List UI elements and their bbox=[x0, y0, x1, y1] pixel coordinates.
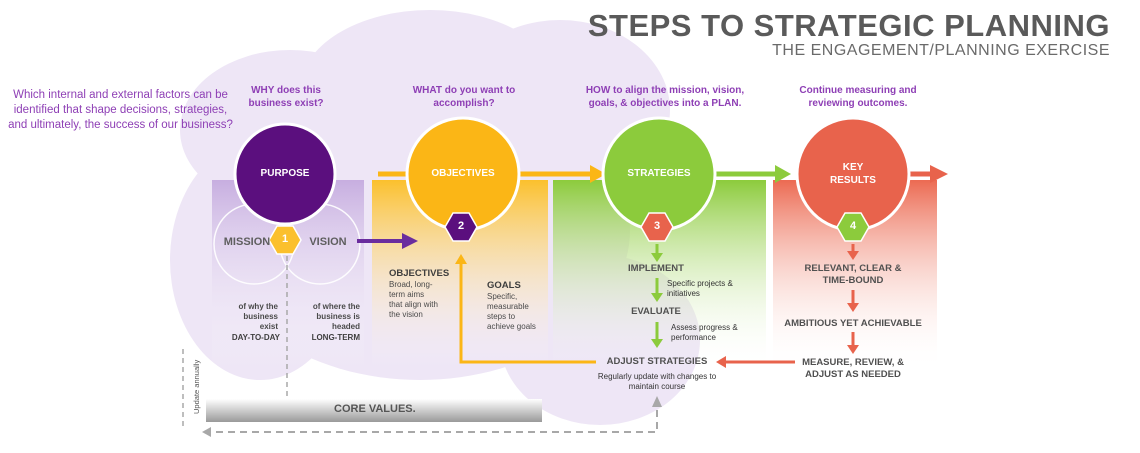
relevant-label: RELEVANT, CLEAR & TIME-BOUND bbox=[804, 263, 902, 286]
hexagon-3 bbox=[640, 212, 674, 242]
objectives-description: Broad, long-term aims that align with th… bbox=[389, 280, 438, 319]
implement-note: Specific projects & initiatives bbox=[667, 279, 733, 298]
page-subtitle: THE ENGAGEMENT/PLANNING EXERCISE bbox=[772, 42, 1110, 59]
strategies-question: HOW to align the mission, vision, goals,… bbox=[585, 85, 745, 109]
step-number-2: 2 bbox=[457, 220, 465, 232]
hexagon-2 bbox=[444, 212, 478, 242]
purpose-label: PURPOSE bbox=[260, 168, 310, 179]
evaluate-label: EVALUATE bbox=[631, 306, 681, 317]
evaluate-note: Assess progress & performance bbox=[671, 323, 738, 342]
intro-question: Which internal and external factors can … bbox=[8, 89, 233, 131]
adjust-strategies-label: ADJUST STRATEGIES bbox=[606, 356, 708, 367]
hexagon-4 bbox=[836, 212, 870, 242]
objectives-heading: OBJECTIVES bbox=[389, 268, 450, 279]
ambitious-label: AMBITIOUS YET ACHIEVABLE bbox=[784, 318, 922, 329]
update-annually-label: Update annually bbox=[192, 359, 201, 414]
core-values-label: CORE VALUES. bbox=[334, 403, 416, 415]
adjust-strategies-note: Regularly update with changes to maintai… bbox=[597, 372, 717, 391]
purpose-question: WHY does this business exist? bbox=[248, 85, 324, 109]
key-results-question: Continue measuring and reviewing outcome… bbox=[799, 85, 917, 109]
mission-description: of why the business exist bbox=[238, 302, 278, 331]
page-title: STEPS TO STRATEGIC PLANNING bbox=[587, 8, 1110, 43]
hexagon-1 bbox=[268, 225, 302, 255]
measure-label: MEASURE, REVIEW, & ADJUST AS NEEDED bbox=[802, 357, 904, 380]
implement-label: IMPLEMENT bbox=[628, 263, 684, 274]
objectives-label: OBJECTIVES bbox=[431, 168, 495, 179]
vision-description: of where the business is headed bbox=[312, 302, 360, 331]
step-number-4: 4 bbox=[849, 220, 857, 232]
purpose-circle bbox=[233, 122, 337, 226]
step-number-3: 3 bbox=[653, 220, 661, 232]
core-values-bar bbox=[206, 399, 542, 422]
strategies-label: STRATEGIES bbox=[627, 168, 691, 179]
step-number-1: 1 bbox=[281, 233, 289, 245]
mission-label: MISSION bbox=[223, 236, 271, 248]
objectives-question: WHAT do you want to accomplish? bbox=[412, 85, 516, 109]
vision-term: LONG-TERM bbox=[311, 333, 360, 342]
goals-heading: GOALS bbox=[487, 280, 521, 291]
key-results-label: KEY RESULTS bbox=[830, 162, 876, 186]
vision-label: VISION bbox=[309, 236, 347, 248]
mission-term: DAY-TO-DAY bbox=[231, 333, 280, 342]
goals-description: Specific, measurable steps to achieve go… bbox=[487, 292, 536, 331]
